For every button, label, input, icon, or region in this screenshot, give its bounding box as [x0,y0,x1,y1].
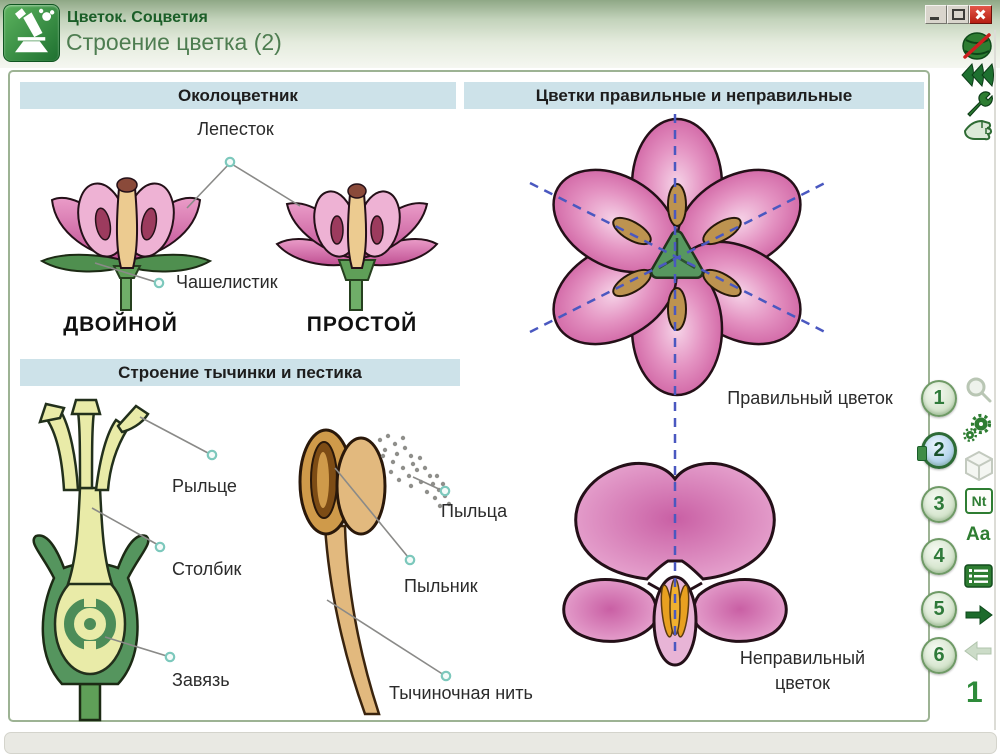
title-bar: Цветок. Соцветия Строение цветка (2) [0,0,1000,69]
double-perianth-flower-illustration [22,162,237,312]
page-button-1[interactable]: 1 [921,380,957,417]
list-icon[interactable] [964,563,994,590]
rewind-icon[interactable] [961,62,997,88]
stamen-diagram-illustration [285,418,460,718]
breadcrumb: Цветок. Соцветия [67,9,208,26]
filament-label: Тычиночная нить [389,683,533,703]
irregular-flower-illustration [545,435,805,670]
stigma-label: Рыльце [172,476,237,496]
pistil-diagram-illustration [18,392,173,722]
arrow-forward-icon[interactable] [963,602,995,628]
arrow-back-icon[interactable] [962,638,994,664]
anther-label: Пыльник [404,576,478,596]
simple-perianth-caption: ПРОСТОЙ [306,313,418,336]
gears-icon[interactable] [963,413,993,443]
regular-flower-illustration [505,110,850,410]
text-aa-icon[interactable]: Aa [966,524,991,545]
cube-3d-icon[interactable] [963,449,995,483]
style-label: Столбик [172,559,242,579]
page-button-6[interactable]: 6 [921,637,957,674]
wrench-icon[interactable] [962,90,994,118]
simple-perianth-flower-illustration [265,172,450,312]
current-page-indicator: 1 [966,676,983,709]
app-logo-microscope-icon [3,4,60,62]
maximize-icon [952,9,965,20]
page-button-5[interactable]: 5 [921,591,957,628]
section-header-flower-types: Цветки правильные и неправильные [464,82,924,109]
pollen-grains [377,433,452,509]
ovary-label: Завязь [172,670,230,690]
page-button-2-active[interactable]: 2 [917,432,957,469]
minimize-icon [930,17,939,20]
page-button-4[interactable]: 4 [921,538,957,575]
right-edge-divider [994,30,996,730]
pollen-label: Пыльца [441,501,508,521]
regular-flower-caption: Правильный цветок [727,388,893,408]
double-perianth-caption: ДВОЙНОЙ [63,313,178,336]
maximize-button[interactable] [947,5,969,24]
bottom-status-bar [4,732,997,754]
hand-tool-icon[interactable] [961,114,995,142]
sepal-label: Чашелистик [176,272,278,292]
minimize-button[interactable] [925,5,947,24]
notes-nt-icon[interactable]: Nt [965,488,993,514]
section-header-stamen-pistil: Строение тычинки и пестика [20,359,460,386]
no-draw-icon[interactable] [959,30,997,62]
close-button[interactable] [969,5,992,24]
page-title: Строение цветка (2) [66,29,282,55]
page-button-3[interactable]: 3 [921,486,957,523]
zoom-icon[interactable] [963,375,993,405]
irregular-flower-caption: Неправильный цветок [739,648,866,693]
petal-label: Лепесток [197,119,274,139]
section-header-perianth: Околоцветник [20,82,456,109]
